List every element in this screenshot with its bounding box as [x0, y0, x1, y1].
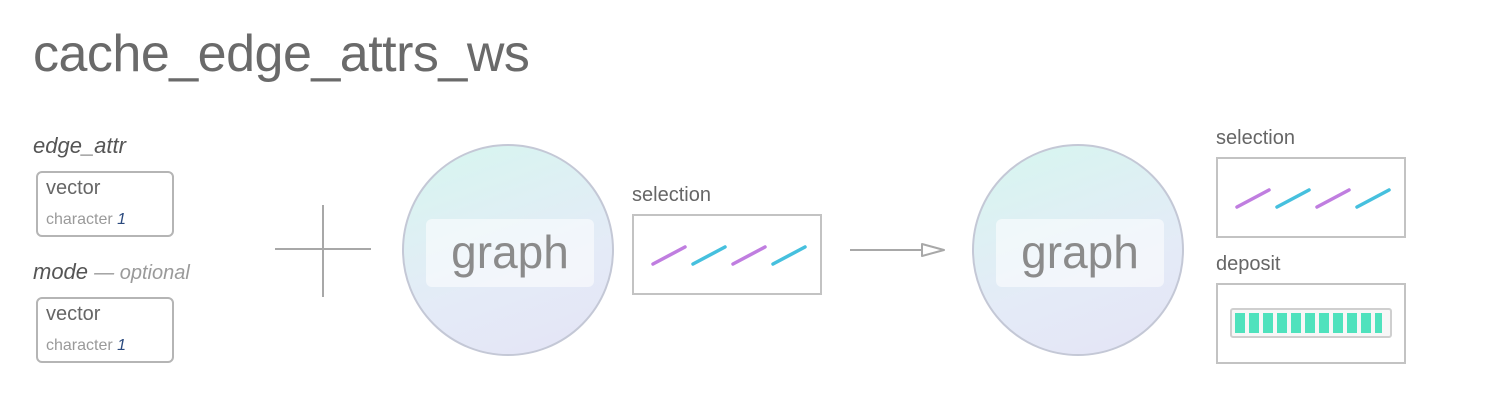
plus-icon-vertical: [322, 205, 324, 297]
param-edge-attr-name: edge_attr: [33, 133, 126, 159]
type-label: vector: [46, 303, 101, 325]
selection-strokes: [1235, 188, 1391, 209]
param-mode-type-box: vector character 1: [36, 297, 174, 363]
param-mode-name: mode — optional: [33, 259, 190, 285]
selection-stroke-cyan: [1275, 188, 1311, 209]
input-selection-label: selection: [632, 184, 711, 206]
selection-stroke-purple: [731, 245, 767, 266]
subtype-label: character 1: [46, 337, 126, 355]
selection-stroke-cyan: [1355, 188, 1391, 209]
deposit-bar-fill: [1235, 313, 1382, 333]
input-selection-box: [632, 214, 822, 295]
type-label: vector: [46, 177, 101, 199]
selection-stroke-purple: [651, 245, 687, 266]
function-title: cache_edge_attrs_ws: [33, 25, 530, 83]
selection-stroke-purple: [1315, 188, 1351, 209]
output-selection-label: selection: [1216, 127, 1295, 149]
graph-label: graph: [426, 219, 594, 287]
selection-stroke-cyan: [771, 245, 807, 266]
output-graph-node: graph: [972, 144, 1184, 356]
selection-stroke-purple: [1235, 188, 1271, 209]
selection-stroke-cyan: [691, 245, 727, 266]
param-edge-attr-type-box: vector character 1: [36, 171, 174, 237]
arrow-right-icon: [850, 243, 945, 257]
param-name-text: edge_attr: [33, 133, 126, 158]
length-value: 1: [117, 337, 127, 354]
subtype-label: character 1: [46, 211, 126, 229]
input-graph-node: graph: [402, 144, 614, 356]
output-selection-box: [1216, 157, 1406, 238]
optional-label: — optional: [94, 262, 190, 284]
subtype-text: character: [46, 337, 113, 354]
deposit-bar-track: [1230, 308, 1392, 338]
length-value: 1: [117, 211, 127, 228]
subtype-text: character: [46, 211, 113, 228]
graph-label: graph: [996, 219, 1164, 287]
param-name-text: mode: [33, 259, 89, 284]
output-deposit-box: [1216, 283, 1406, 364]
selection-strokes: [651, 245, 807, 266]
output-deposit-label: deposit: [1216, 253, 1281, 275]
